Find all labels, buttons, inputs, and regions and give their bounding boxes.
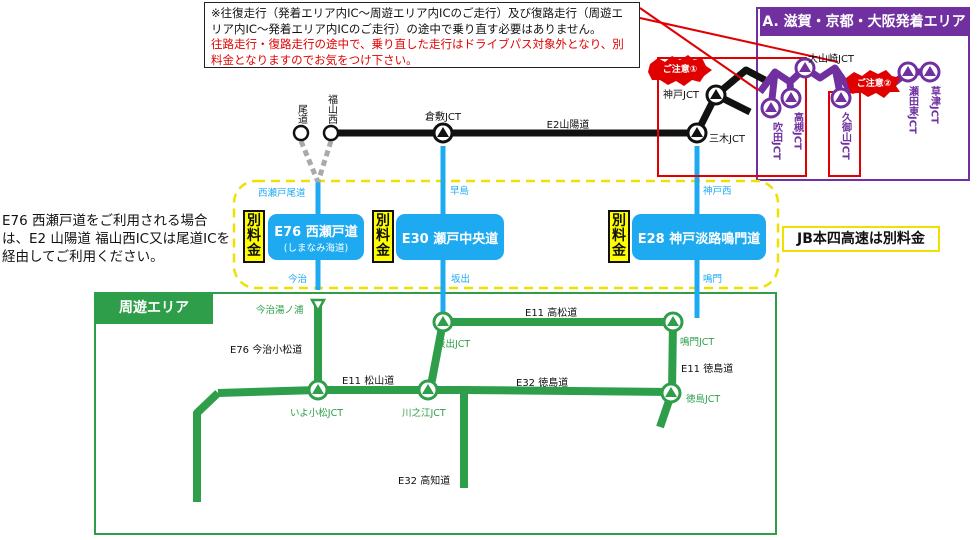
- fee-tag-e76: 別料金: [243, 210, 265, 263]
- label-kurashiki-jct: 倉敷JCT: [425, 110, 462, 123]
- notice-line1: ※往復走行（発着エリア内IC～周遊エリア内ICのご走行）及び復路走行（周遊エリア…: [211, 6, 623, 36]
- label-e32-kochi: E32 高知道: [398, 474, 450, 487]
- left-note: E76 西瀬戸道をご利用される場合は、E2 山陽道 福山西IC又は尾道ICを経由…: [2, 213, 231, 265]
- label-kobe-jct: 神戸JCT: [663, 88, 700, 101]
- route-box-e30: E30 瀬戸中央道: [396, 214, 504, 260]
- label-sakaide-jct: 坂出JCT: [436, 338, 470, 350]
- label-kawanoe-jct: 川之江JCT: [402, 407, 446, 419]
- caution-2-label: ご注意②: [857, 77, 892, 89]
- label-e32-tokushima: E32 徳島道: [516, 376, 568, 389]
- label-imabari-yunoura: 今治湯ノ浦: [256, 304, 304, 316]
- jb-fee-note: JB本四高速は別料金: [782, 226, 940, 252]
- fukuyamanishi-ic: [322, 124, 340, 142]
- route-e76-sub: (しまなみ海道): [283, 242, 349, 254]
- label-suita-jct: 吹田JCT: [771, 121, 783, 160]
- label-naruto-jct: 鳴門JCT: [680, 336, 714, 348]
- grey-dashed-connectors: [298, 140, 334, 183]
- label-e11-tokushima: E11 徳島道: [681, 362, 733, 375]
- label-naruto: 鳴門: [703, 273, 722, 285]
- route-e30-title: E30 瀬戸中央道: [401, 231, 499, 247]
- caution-1-label: ご注意①: [663, 63, 698, 75]
- label-miki-jct: 三木JCT: [709, 133, 746, 145]
- label-takatsuki-jct: 高槻JCT: [792, 111, 804, 150]
- label-e11-takamatsu: E11 高松道: [525, 306, 577, 319]
- fee-tag-e30: 別料金: [372, 210, 394, 263]
- green-roads: [193, 302, 677, 502]
- route-box-e28: E28 神戸淡路鳴門道: [632, 214, 766, 260]
- label-tokushima-jct: 徳島JCT: [686, 393, 720, 405]
- label-nishiseto-onomichi: 西瀬戸尾道: [258, 187, 306, 199]
- label-e2: E2山陽道: [547, 118, 590, 131]
- notice-line2: 往路走行・復路走行の途中で、乗り直した走行はドライブパス対象外となり、別料金とな…: [211, 37, 624, 67]
- route-e28-title: E28 神戸淡路鳴門道: [637, 231, 761, 247]
- jct-nodes-black: [432, 84, 727, 144]
- shuyu-area-border: [94, 292, 777, 535]
- label-kobenishi: 神戸西: [703, 185, 732, 197]
- jct-nodes-green: [307, 298, 684, 404]
- label-hayashima: 早島: [450, 185, 469, 197]
- area-a-title: A. 滋賀・京都・大阪発着エリア: [760, 8, 968, 36]
- route-e76-title: E76 西瀬戸道: [274, 224, 358, 240]
- notice-box: ※往復走行（発着エリア内IC～周遊エリア内ICのご走行）及び復路走行（周遊エリア…: [204, 2, 640, 68]
- label-imabari: 今治: [288, 273, 307, 285]
- caution-burst-1: [648, 55, 712, 86]
- fee-tag-e28: 別料金: [608, 210, 630, 263]
- ic-circles: [292, 124, 340, 142]
- label-oyamazaki-jct: 大山崎JCT: [808, 52, 855, 65]
- label-onomichi: 尾道: [296, 104, 308, 124]
- label-e11-matsuyama: E11 松山道: [342, 374, 394, 387]
- label-iyo-komatsu-jct: いよ小松JCT: [290, 407, 343, 419]
- label-kusatsu-jct: 草津JCT: [929, 85, 941, 124]
- route-box-e76: E76 西瀬戸道 (しまなみ海道): [268, 214, 364, 260]
- label-fukuyamanishi: 福山西: [326, 93, 338, 124]
- label-e76-imabari-komatsu: E76 今治小松道: [230, 343, 302, 356]
- shuyu-area-title: 周遊エリア: [95, 292, 213, 324]
- red-caution-markings: [639, 7, 861, 177]
- jct-nodes-purple: [760, 57, 941, 119]
- caution-burst-2: [846, 70, 900, 98]
- label-sakaide: 坂出: [451, 273, 470, 285]
- onomichi-ic: [292, 124, 310, 142]
- label-kumiyama-jct: 久御山JCT: [840, 111, 853, 160]
- label-setahigashi-jct: 瀬田東JCT: [907, 85, 919, 134]
